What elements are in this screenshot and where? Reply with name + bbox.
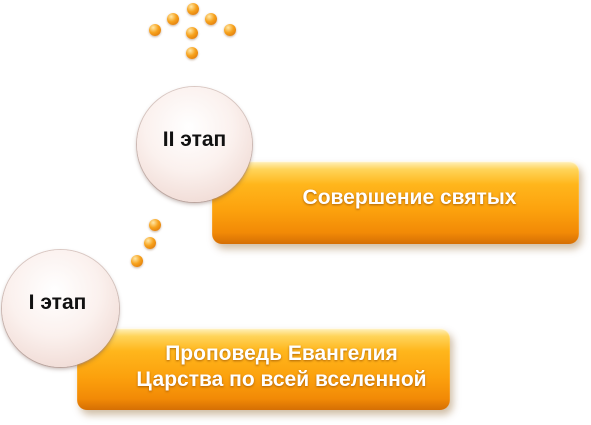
dot-icon: [144, 237, 156, 249]
dot-icon: [186, 47, 198, 59]
dot-icon: [149, 24, 161, 36]
stage-1-description-line-2: Царства по всей вселенной: [136, 368, 427, 391]
stage-2-label: II этап: [162, 128, 227, 151]
stage-1-description-bar: Проповедь Евангелия Царства по всей всел…: [77, 328, 450, 410]
stage-2-description-line-1: Совершение святых: [302, 186, 517, 209]
stage-1-description-line-1: Проповедь Евангелия: [165, 342, 398, 365]
dot-icon: [224, 24, 236, 36]
dot-icon: [186, 27, 198, 39]
stage-1-label: I этап: [28, 291, 87, 314]
dot-icon: [149, 219, 161, 231]
stage-2-description-bar: Совершение святых: [212, 161, 579, 244]
dot-icon: [205, 13, 217, 25]
stage-2-circle: II этап: [137, 87, 252, 202]
stage-1-circle: I этап: [2, 250, 119, 367]
dot-icon: [131, 255, 143, 267]
dot-icon: [167, 13, 179, 25]
dot-icon: [187, 3, 199, 15]
